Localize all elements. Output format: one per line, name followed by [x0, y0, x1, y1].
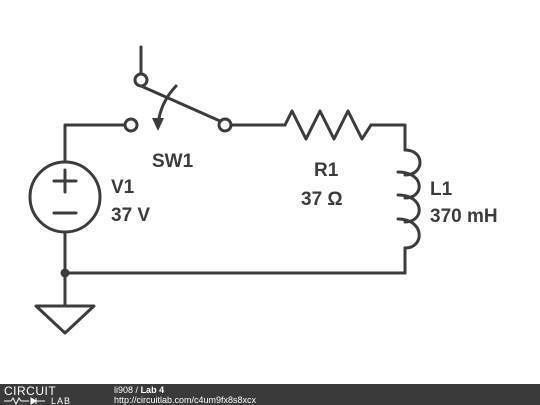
footer-user-link[interactable]: li908: [114, 385, 134, 395]
footer-url[interactable]: http://circuitlab.com/c4um9fx8s8xcx: [114, 395, 257, 405]
logo-circuit-text: CIRCUIT: [4, 384, 56, 398]
junction-node: [60, 268, 70, 278]
circuitlab-logo[interactable]: CIRCUIT LAB: [3, 384, 103, 405]
footer-breadcrumb: li908 / Lab 4: [114, 385, 256, 395]
voltage-source-v1[interactable]: [28, 160, 102, 234]
ground-symbol: [34, 304, 96, 335]
wires: [63, 45, 407, 308]
switch-sw1[interactable]: [123, 72, 233, 133]
footer-bar: CIRCUIT LAB li908 / Lab 4 http://circuit…: [0, 384, 540, 405]
inductor-value: 370 mH: [430, 206, 498, 227]
switch-label: SW1: [152, 151, 194, 172]
resistor-value: 37 Ω: [301, 189, 343, 210]
logo-lab-text: LAB: [51, 396, 71, 405]
logo-circuit-icon: [4, 397, 45, 405]
source-value: 37 V: [111, 205, 150, 226]
inductor-label: L1: [430, 179, 453, 200]
footer-text: li908 / Lab 4 http://circuitlab.com/c4um…: [114, 385, 256, 405]
resistor-r1[interactable]: [283, 109, 373, 141]
footer-title: Lab 4: [140, 385, 165, 395]
source-label: V1: [111, 177, 135, 198]
resistor-label: R1: [314, 160, 339, 181]
circuit-schematic: SW1 V1 37 V R1 37 Ω L1 370 mH: [28, 45, 498, 335]
inductor-l1[interactable]: [396, 148, 422, 250]
footer-separator: /: [135, 385, 139, 395]
